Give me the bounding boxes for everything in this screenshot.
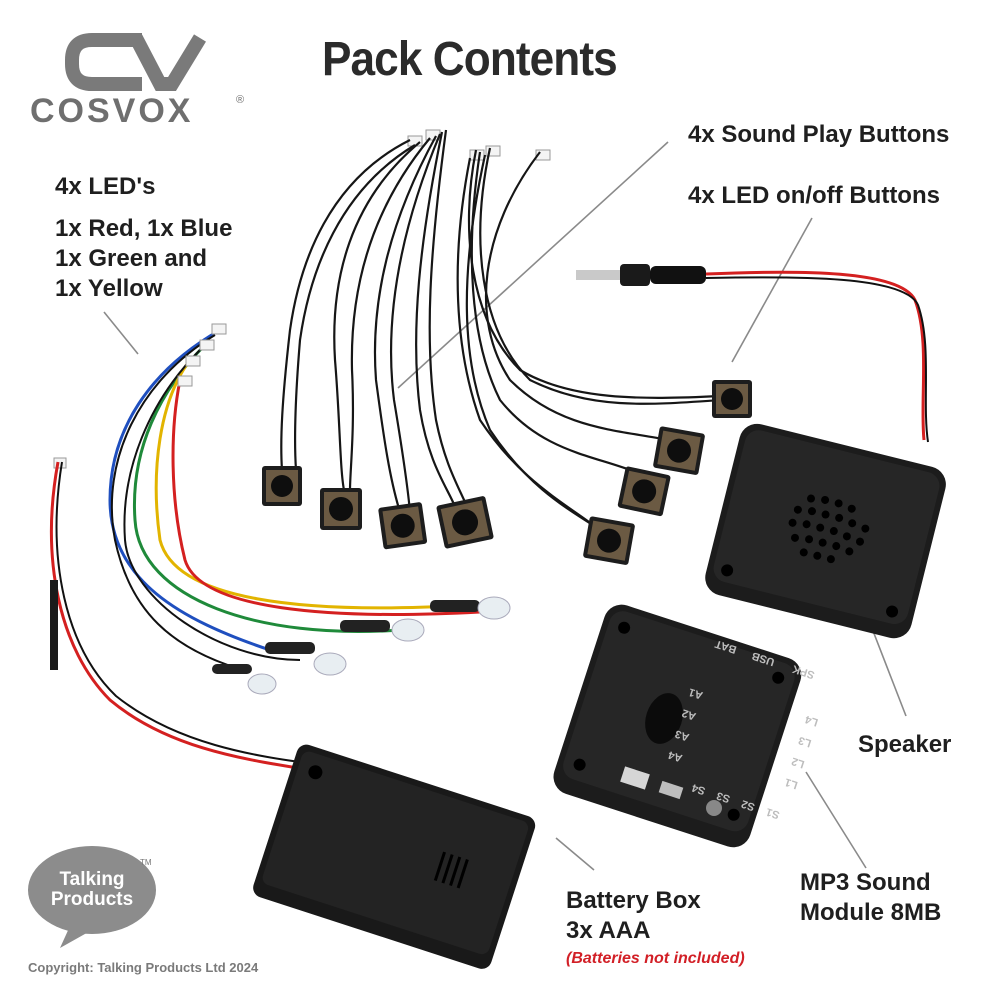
led-heads bbox=[212, 596, 511, 695]
mp3-module-ports bbox=[620, 766, 722, 816]
battery-box-label-line-1: Battery Box bbox=[566, 887, 701, 914]
trademark-mark: TM bbox=[140, 858, 152, 867]
sound-button-wires bbox=[280, 129, 472, 515]
led-on-off-buttons bbox=[583, 380, 752, 565]
sound-play-buttons-label: 4x Sound Play Buttons bbox=[688, 121, 950, 148]
speaker-label: Speaker bbox=[858, 731, 952, 758]
mp3-module-label-line-1: MP3 Sound bbox=[800, 869, 931, 896]
talking-products-bubble bbox=[28, 846, 156, 948]
page-title: Pack Contents bbox=[322, 33, 618, 86]
marking-bat: BAT bbox=[713, 637, 739, 656]
marking-spk: SPK bbox=[790, 662, 817, 681]
registered-mark: ® bbox=[236, 94, 245, 106]
led-button-wires bbox=[456, 147, 721, 537]
copyright-text: Copyright: Talking Products Ltd 2024 bbox=[28, 960, 259, 975]
speaker bbox=[705, 423, 946, 639]
audio-jack-cable bbox=[576, 264, 929, 443]
marking-a1: A1 bbox=[687, 685, 705, 702]
led-on-off-buttons-label: 4x LED on/off Buttons bbox=[688, 182, 940, 209]
battery-wires bbox=[50, 461, 315, 772]
talking-products-line-2: Products bbox=[50, 889, 134, 910]
marking-a2: A2 bbox=[680, 706, 698, 723]
marking-s2: S2 bbox=[739, 797, 757, 813]
marking-usb: USB bbox=[750, 649, 777, 668]
cosvox-logo-mark bbox=[65, 33, 206, 91]
talking-products-logo: Talking Products bbox=[40, 870, 144, 910]
marking-s3: S3 bbox=[715, 789, 732, 805]
battery-note: (Batteries not included) bbox=[566, 950, 745, 967]
leds-label-line-3: 1x Green and bbox=[55, 245, 208, 272]
marking-s4: S4 bbox=[690, 781, 707, 797]
sound-play-buttons bbox=[262, 466, 494, 550]
marking-a4: A4 bbox=[666, 748, 684, 764]
battery-box bbox=[253, 744, 536, 969]
cosvox-logo-text: COSVOX bbox=[30, 92, 194, 130]
leds-label-line-2: 1x Red, 1x Blue bbox=[55, 215, 233, 242]
leds-label-line-1: 4x LED's bbox=[55, 173, 156, 200]
battery-box-label-line-2: 3x AAA bbox=[566, 917, 651, 944]
marking-a3: A3 bbox=[673, 727, 691, 744]
led-wires bbox=[108, 328, 481, 673]
leader-lines bbox=[103, 141, 907, 871]
marking-s1: S1 bbox=[764, 805, 782, 821]
mp3-module bbox=[553, 604, 802, 848]
talking-products-line-1: Talking bbox=[59, 869, 125, 890]
leds-label-line-4: 1x Yellow bbox=[55, 275, 163, 302]
mp3-module-label-line-2: Module 8MB bbox=[800, 899, 942, 926]
